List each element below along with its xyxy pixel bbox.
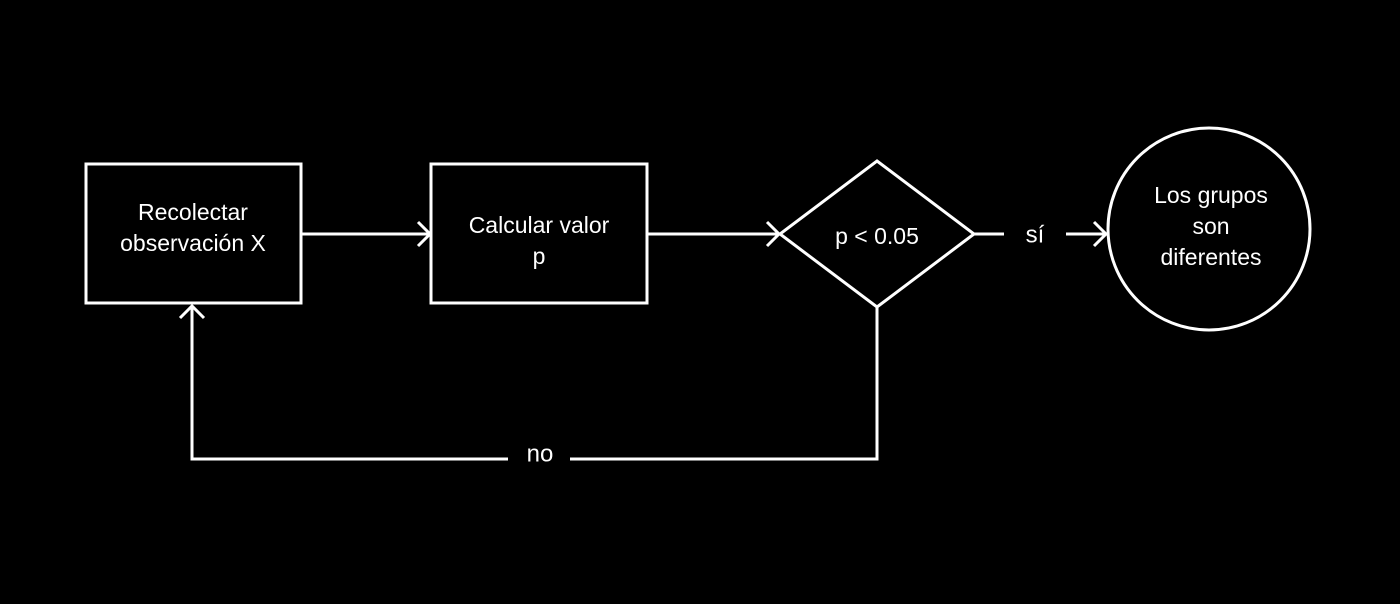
result-label-line2: son <box>1192 213 1229 239</box>
collect-label-line1: Recolectar <box>138 199 248 225</box>
node-result: Los grupos son diferentes <box>1106 126 1312 332</box>
collect-label-line2: observación X <box>120 230 266 256</box>
result-circle <box>1106 126 1312 332</box>
edge-yes: sí <box>974 220 1109 248</box>
node-calculate-p: Calcular valor p <box>429 162 649 305</box>
calculate-box <box>429 162 649 305</box>
collect-box <box>84 162 303 305</box>
node-decision: p < 0.05 <box>777 159 977 309</box>
result-label-line1: Los grupos <box>1154 182 1268 208</box>
edge-no: no <box>178 303 879 467</box>
yes-label: sí <box>1026 221 1045 248</box>
no-label: no <box>527 440 554 467</box>
arrow-calculate-to-decision <box>648 220 782 248</box>
node-collect-observation: Recolectar observación X <box>84 162 303 305</box>
calculate-label-line1: Calcular valor <box>469 212 610 238</box>
calculate-label-line2: p <box>533 243 546 269</box>
result-label-line3: diferentes <box>1160 244 1261 270</box>
arrow-collect-to-calculate <box>302 220 433 248</box>
decision-label: p < 0.05 <box>835 223 919 249</box>
